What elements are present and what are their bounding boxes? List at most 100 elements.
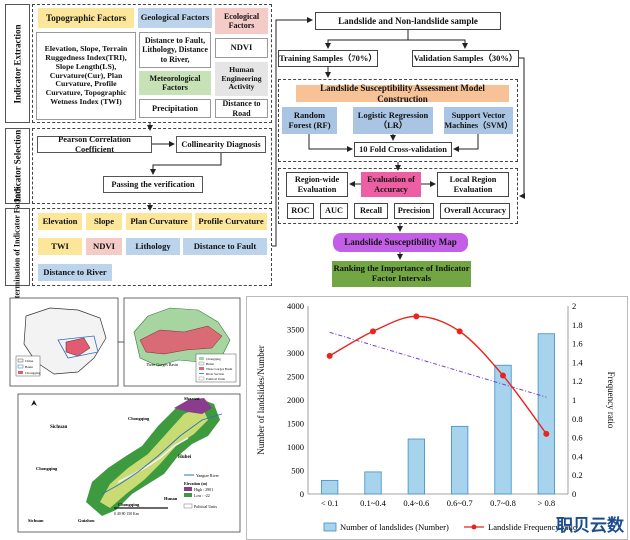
inset-basin-label: Three Gorges Basin [146,362,178,367]
geological-factors-list: Distance to Fault, Lithology, Distance t… [139,32,211,68]
distance-to-road-factor: Distance to Road [215,99,268,118]
trendline [329,331,547,398]
selected-factor-plan-curvature: Plan Curvature [126,213,192,230]
y2-tick-label: 1.6 [572,339,583,349]
y2-tick-label: 0.6 [572,433,583,443]
watermark-logo: 职贝云数 [556,516,624,536]
meteorological-factors-title: Meteorological Factors [139,71,211,95]
local-region-evaluation-box: Local Region Evaluation [437,172,509,197]
metric-recall: Recall [354,203,388,219]
place-sichuan-north: Sichuan [50,425,67,430]
y-tick-label: 2500 [287,372,304,382]
selected-factor-ndvi: NDVI [86,238,122,255]
frequency-ratio-point [413,313,420,320]
river-legend-label: Yangtze River [196,473,219,478]
susceptibility-map-box: Landslide Susceptibility Map [333,233,468,252]
elevation-ridge [117,437,189,483]
selected-factor-twi: TWI [38,238,82,255]
scale-label: 0 40 80 150 Km [114,512,139,516]
passing-verification-box: Passing the verification [103,176,203,193]
bar [321,479,339,495]
frequency-ratio-point [370,328,376,335]
three-gorges-basin-region [139,325,223,355]
metric-overall-accuracy: Overall Accuracy [440,203,510,219]
x-tick-label: > 0.8 [538,498,556,508]
y-tick-label: 3500 [287,325,304,335]
y2-tick-label: 1.4 [572,357,583,367]
y-tick-label: 3000 [287,348,304,358]
regional-legend-chongqing: Chongqing [206,357,221,361]
ndvi-factor: NDVI [215,38,268,58]
elevation-legend-title: Elevation (m) [184,481,208,486]
bar [451,425,469,495]
elevation-low-label: Low : -22 [194,493,210,498]
cross-validation-box: 10 Fold Cross-validation [354,142,452,157]
metric-precision: Precision [394,203,434,219]
north-arrow-icon [31,400,37,406]
metric-roc: ROC [287,203,314,219]
elevation-high-zone [174,398,212,414]
regional-legend-hubei: Hubei [206,362,214,366]
y-axis-label: Number of landslides/Number [256,345,266,454]
china-legend-chongqing: Chongqing [25,371,41,375]
extraction-frame [32,4,272,123]
frequency-ratio-point [500,372,506,379]
bar [537,333,555,495]
elevation-low-swatch [184,493,192,497]
x-tick-label: 0.7~0.8 [490,498,516,508]
place-chongqing-west: Chongqing [36,466,58,471]
place-chongqing-south: Chongqing [118,502,140,507]
basin-outline [57,335,99,359]
frequency-ratio-point [326,352,333,359]
chongqing-highlight [65,337,91,357]
chart-legend: Number of landslides (Number) Landslide … [323,522,577,532]
y-tick-label: 500 [291,466,304,476]
region-wide-evaluation-box: Region-wide Evaluation [286,172,348,197]
sample-title-box: Landslide and Non-landslide sample [315,12,501,30]
geological-factors-title: Geological Factors [138,8,212,28]
y2-tick-label: 0.4 [572,451,583,461]
model-frame [278,79,518,162]
place-guizhou: Guizhou [78,518,95,523]
place-sichuan-south: Sichuan [28,518,44,523]
y2-tick-label: 1.2 [572,376,583,386]
y2-tick-label: 2 [572,301,576,311]
bar [407,438,425,495]
bar [364,471,382,495]
chart-frame [246,296,628,540]
bar [494,364,512,495]
china-legend-basin: Basin [25,365,33,369]
section-label-extraction: Indicator Extraction [5,4,30,123]
topographic-factors-list: Elevation, Slope, Terrain Ruggedness Ind… [36,32,136,120]
legend-bar-label: Number of landslides (Number) [340,522,449,532]
china-legend-china: China [25,359,34,363]
legend-bar-swatch [323,522,337,532]
validation-samples-box: Validation Samples（30%） [412,50,519,67]
y-tick-label: 0 [300,489,304,499]
section-label-selection: Indicator Selection [5,128,30,204]
yangtze-river-line [101,413,223,495]
svm-box: Support Vector Machines（SVM） [444,107,513,134]
y2-tick-label: 0.2 [572,470,583,480]
evaluation-of-accuracy-box: Evaluation of Accuracy [361,172,421,197]
place-shaanxi: Shaanxi [184,396,200,401]
training-samples-box: Training Samples（70%） [278,50,378,67]
frequency-ratio-point [543,430,550,437]
y-tick-label: 4000 [287,301,304,311]
regional-legend-basin: Three Gorges Basin [206,367,233,371]
y2-tick-label: 1.8 [572,320,583,330]
political-units-label: Political Units [194,504,217,509]
precipitation-factor: Precipitation [139,99,211,118]
x-tick-label: < 0.1 [321,498,339,508]
elevation-high-label: High : 2901 [194,487,213,492]
random-forest-box: Random Forest (RF) [282,107,337,134]
ranking-importance-box: Ranking the Importance of Indicator Fact… [332,261,471,287]
logistic-regression-box: Logistic Regression （LR） [353,107,433,134]
y-tick-label: 2000 [287,395,304,405]
selected-factor-distance-to-fault: Distance to Fault [183,238,267,255]
ecological-factors-title: Ecological Factors [215,8,268,34]
model-construction-title: Landslide Susceptibility Assessment Mode… [296,83,509,104]
place-hunan: Hunan [164,496,178,501]
elevation-mid-zone [100,406,208,508]
